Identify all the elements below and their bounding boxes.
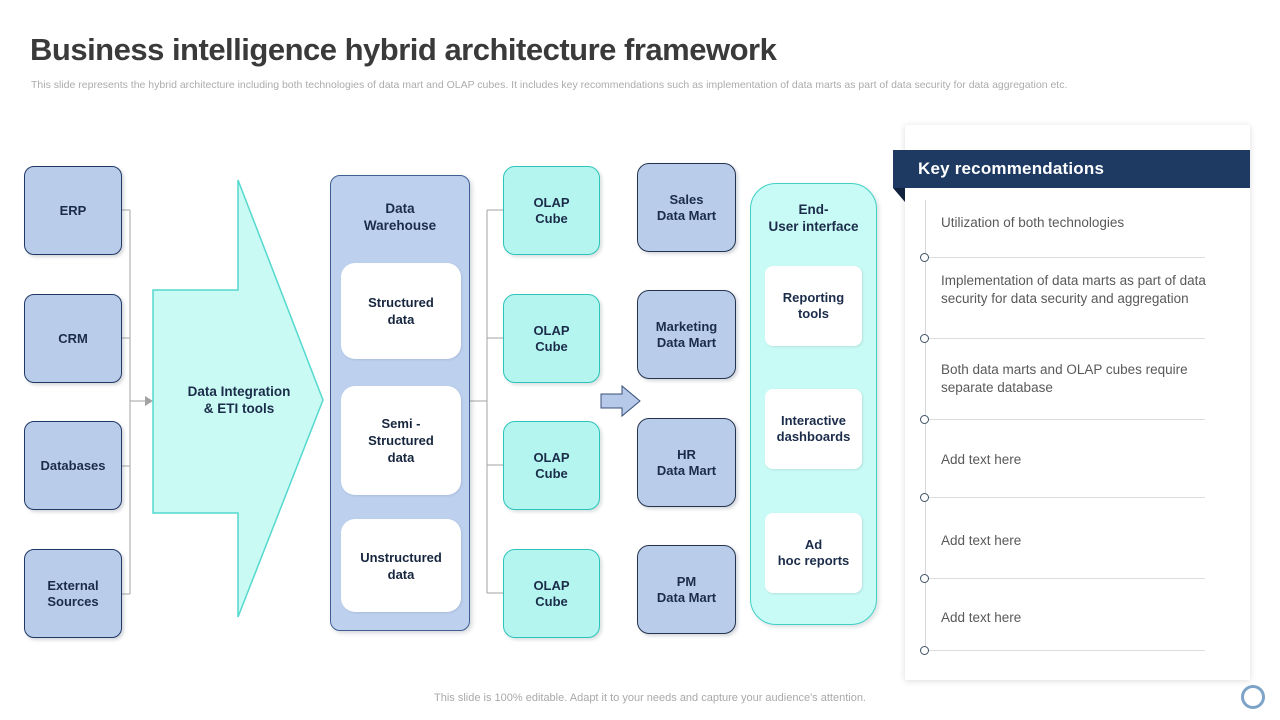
- recommendation-item-5: Add text here: [941, 533, 1022, 548]
- page-title: Business intelligence hybrid architectur…: [30, 32, 777, 67]
- timeline-dot-icon: [920, 492, 929, 502]
- source-box-crm: CRM: [24, 294, 122, 383]
- tool-reporting: Reporting tools: [765, 266, 862, 346]
- tool-ad-hoc-reports: Ad hoc reports: [765, 513, 862, 593]
- item-divider: [920, 492, 1205, 502]
- olap-cube-2: OLAP Cube: [503, 294, 600, 383]
- layer-structured-data: Structured data: [341, 263, 461, 359]
- olap-cube-3: OLAP Cube: [503, 421, 600, 510]
- olap-cube-1: OLAP Cube: [503, 166, 600, 255]
- integration-arrow-label: Data Integration & ETI tools: [187, 384, 291, 416]
- recommendation-item-2: Implementation of data marts as part of …: [941, 273, 1206, 306]
- decorative-ring-icon: [1241, 685, 1265, 709]
- end-user-interface-box: End- User interface Reporting tools Inte…: [750, 183, 877, 625]
- sources-connector-lines: [122, 209, 145, 595]
- item-divider: [920, 333, 1205, 343]
- mart-marketing: Marketing Data Mart: [637, 290, 736, 379]
- timeline-dot-icon: [920, 573, 929, 583]
- item-divider: [920, 414, 1205, 424]
- data-warehouse-box: Data Warehouse Structured data Semi - St…: [330, 175, 470, 631]
- flow-arrow-icon: [600, 384, 641, 418]
- editable-note: This slide is 100% editable. Adapt it to…: [434, 692, 866, 704]
- recommendation-item-3: Both data marts and OLAP cubes require s…: [941, 362, 1188, 395]
- sources-arrowhead-icon: [145, 396, 153, 406]
- mart-sales: Sales Data Mart: [637, 163, 736, 252]
- recommendation-item-1: Utilization of both technologies: [941, 215, 1125, 230]
- warehouse-olap-connector-lines: [470, 209, 503, 594]
- tool-interactive-dashboards: Interactive dashboards: [765, 389, 862, 469]
- timeline-dot-icon: [920, 645, 929, 655]
- recommendations-card: [905, 125, 1250, 680]
- timeline-dot-icon: [920, 414, 929, 424]
- end-user-interface-title: End- User interface: [768, 202, 859, 234]
- recommendation-item-4: Add text here: [941, 452, 1022, 467]
- source-box-external-sources: External Sources: [24, 549, 122, 638]
- item-divider: [920, 573, 1205, 583]
- mart-pm: PM Data Mart: [637, 545, 736, 634]
- ribbon-fold: [893, 188, 905, 202]
- layer-semi-structured-data: Semi - Structured data: [341, 386, 461, 495]
- timeline-dot-icon: [920, 333, 929, 343]
- timeline-line: [925, 200, 926, 652]
- recommendation-item-6: Add text here: [941, 610, 1022, 625]
- timeline-dot-icon: [920, 252, 929, 262]
- recommendations-header: Key recommendations: [893, 150, 1250, 188]
- mart-hr: HR Data Mart: [637, 418, 736, 507]
- source-box-databases: Databases: [24, 421, 122, 510]
- data-warehouse-title: Data Warehouse: [363, 201, 437, 233]
- item-divider: [920, 645, 1205, 655]
- layer-unstructured-data: Unstructured data: [341, 519, 461, 612]
- item-divider: [920, 252, 1205, 262]
- page-subtitle: This slide represents the hybrid archite…: [31, 79, 1068, 91]
- olap-cube-4: OLAP Cube: [503, 549, 600, 638]
- source-box-erp: ERP: [24, 166, 122, 255]
